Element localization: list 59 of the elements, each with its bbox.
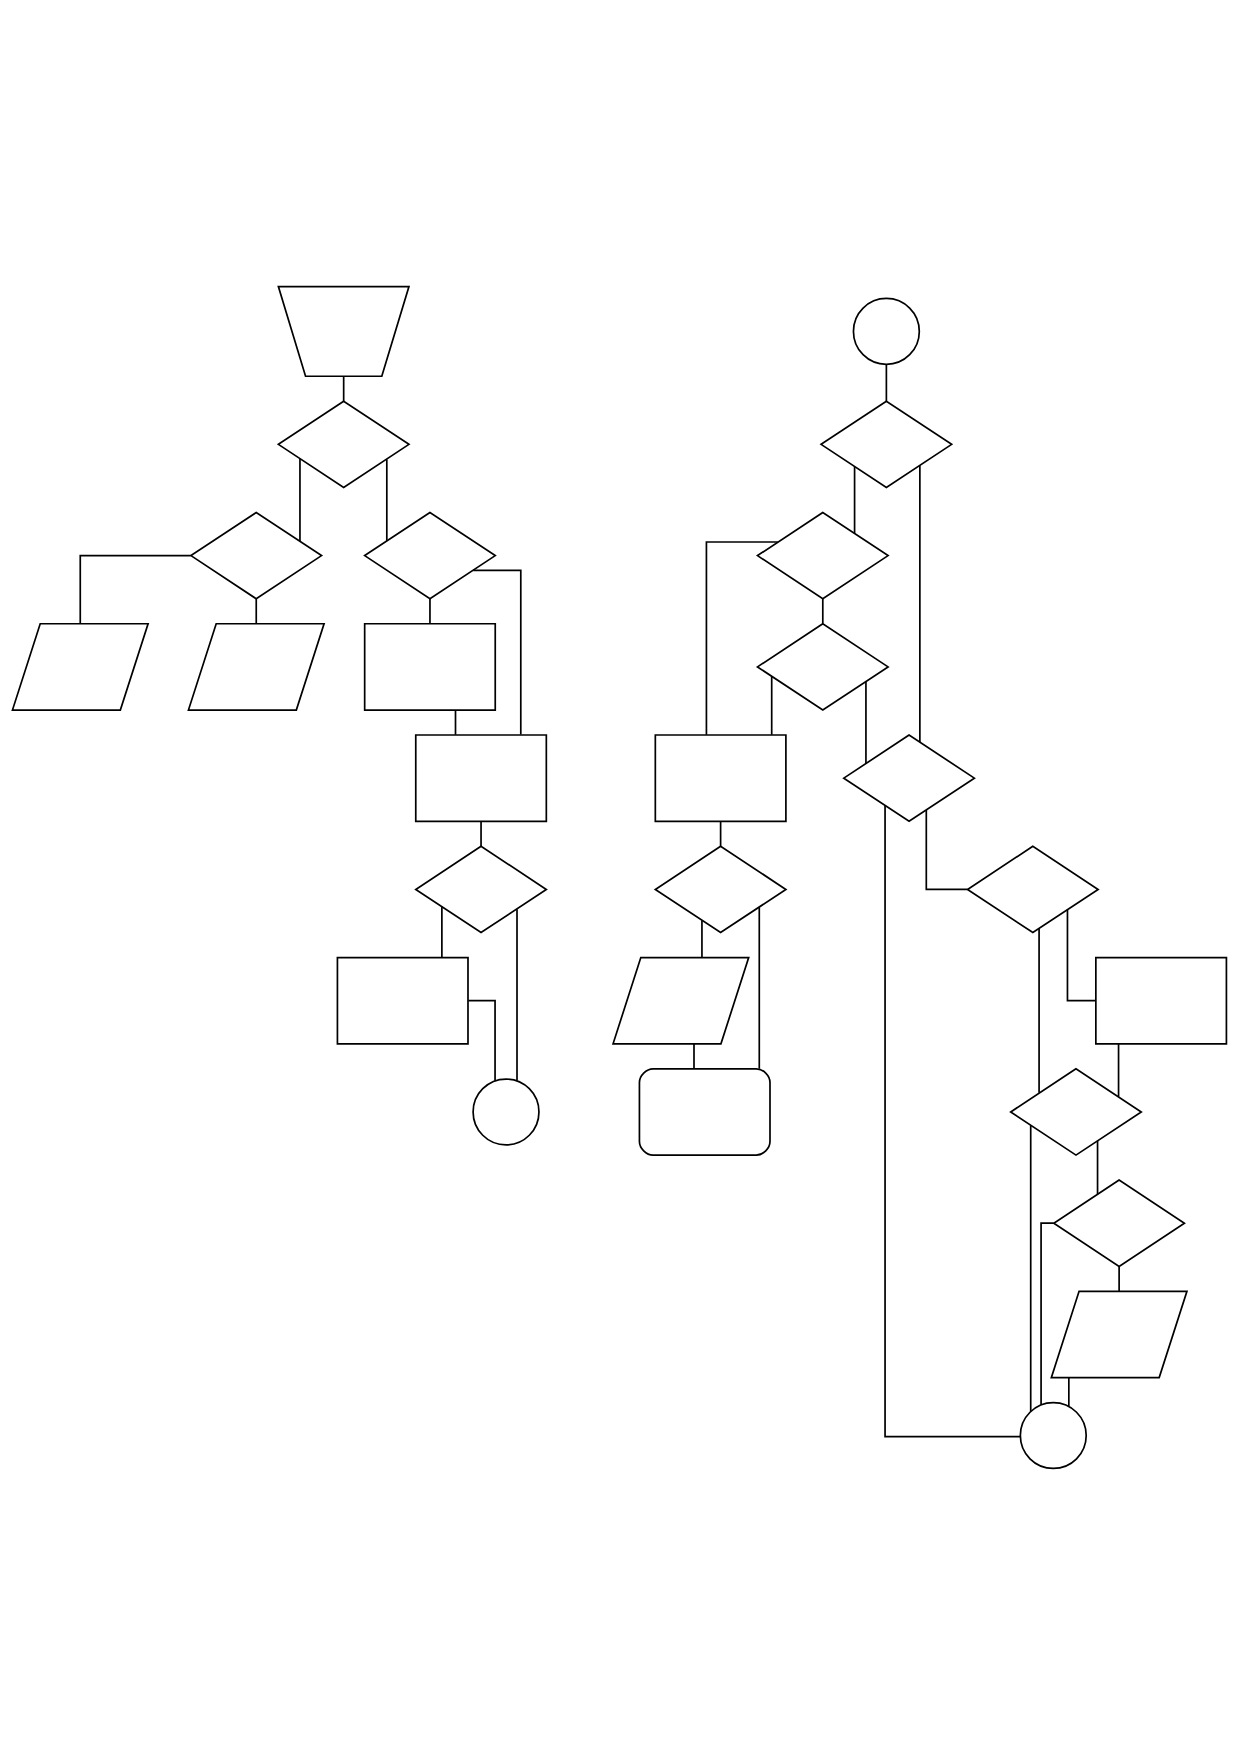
node-trapezoid (277, 285, 411, 377)
node-diamond (755, 622, 890, 711)
connector (1040, 1221, 1055, 1405)
node-diamond (819, 399, 954, 488)
node-diamond (1052, 1178, 1186, 1267)
node-diamond (842, 733, 976, 822)
connector (342, 375, 345, 402)
node-diamond (189, 510, 324, 600)
connector (884, 804, 1021, 1437)
connector (1068, 1376, 1070, 1407)
node-diamond (276, 399, 411, 488)
connector (454, 708, 457, 736)
connector (701, 919, 703, 958)
connector (516, 907, 518, 1081)
connector (472, 569, 522, 735)
node-box (654, 733, 787, 822)
node-parallelogram (611, 956, 750, 1045)
connector (79, 554, 192, 624)
connector (1117, 1042, 1120, 1097)
node-rounded (638, 1067, 771, 1156)
connector (1118, 1265, 1120, 1292)
connector (925, 808, 969, 890)
connector (1096, 1139, 1099, 1195)
connector (885, 363, 888, 402)
connector (1066, 908, 1097, 1002)
connector (1038, 927, 1040, 1094)
connector (919, 464, 921, 743)
node-box (1095, 956, 1228, 1045)
connector (480, 820, 482, 847)
node-circle (472, 1077, 540, 1146)
connector (821, 597, 824, 624)
node-diamond (653, 844, 788, 934)
node-parallelogram (187, 622, 326, 711)
node-parallelogram (1050, 1290, 1189, 1378)
connector (853, 465, 856, 534)
connector (865, 680, 867, 764)
node-box (363, 622, 497, 711)
node-diamond (755, 510, 890, 600)
connector (429, 597, 431, 624)
node-diamond (966, 844, 1100, 934)
connector (705, 540, 779, 736)
node-box (414, 733, 548, 822)
connector (299, 457, 301, 542)
node-circle (1019, 1401, 1088, 1469)
connector (758, 905, 761, 1070)
connector (693, 1042, 695, 1069)
connector (467, 999, 496, 1081)
connector (255, 597, 258, 624)
node-circle (852, 297, 921, 365)
node-parallelogram (11, 622, 150, 711)
connector (719, 820, 722, 847)
node-diamond (1009, 1067, 1143, 1156)
node-diamond (363, 510, 497, 600)
connector (385, 458, 388, 542)
connector (770, 675, 773, 736)
node-diamond (414, 844, 548, 934)
connector (1029, 1124, 1032, 1412)
node-box (336, 956, 469, 1045)
connector (441, 905, 443, 958)
